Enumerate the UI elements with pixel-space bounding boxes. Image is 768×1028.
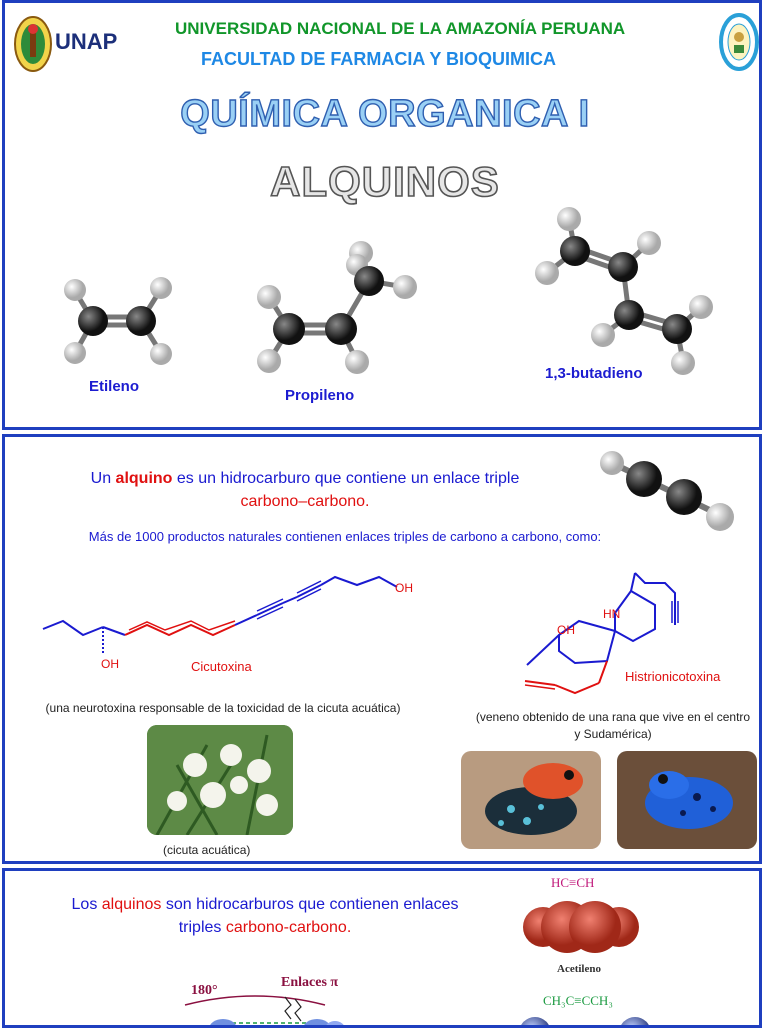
acetylene-formula: HC≡CH (551, 875, 595, 890)
university-name: UNIVERSIDAD NACIONAL DE LA AMAZONÍA PERU… (175, 19, 626, 38)
acetylene-label: Acetileno (557, 963, 601, 975)
alkyne-definition-slide: Los alquinos son hidrocarburos que conti… (2, 868, 762, 1028)
propylene-model-icon (257, 241, 417, 374)
histrionicotoxin-caption: (veneno obtenido de una rana que vive en… (475, 710, 751, 741)
acetylene-spacefill-icon (523, 901, 639, 953)
alkyne-definition: Un alquino es un hidrocarburo que contie… (90, 470, 520, 510)
hemlock-flowers-icon (147, 725, 293, 835)
pi-bonds-label: Enlaces π (281, 975, 339, 990)
bond-angle-label: 180° (191, 983, 218, 998)
faculty-name: FACULTAD DE FARMACIA Y BIOQUIMICA (201, 49, 556, 69)
histrionicotoxin-nh: HN (603, 607, 621, 621)
histrionicotoxin-name: Histrionicotoxina (625, 669, 721, 684)
alkyne-definition-2: Los alquinos son hidrocarburos que conti… (71, 896, 459, 936)
unap-logo-icon (14, 16, 52, 72)
cicutoxin-caption: (una neurotoxina responsable de la toxic… (45, 701, 401, 715)
propylene-label: Propileno (285, 387, 355, 404)
blue-frog-photo (617, 751, 757, 849)
unap-logo-text: UNAP (55, 29, 118, 54)
water-hemlock-caption: (cicuta acuática) (163, 843, 251, 857)
butadiene-label: 1,3-butadieno (545, 365, 643, 382)
acetylene-model-icon (600, 451, 734, 531)
ethylene-model-icon (64, 277, 172, 365)
water-hemlock-photo (147, 725, 293, 835)
cicutoxin-oh-top: OH (395, 581, 413, 595)
course-title: QUÍMICA ORGANICA I (180, 92, 590, 135)
natural-products-slide: Un alquino es un hidrocarburo que contie… (2, 434, 762, 864)
blue-frog-icon (617, 751, 757, 849)
cicutoxin-name: Cicutoxina (191, 659, 252, 674)
red-frog-photo (461, 751, 601, 849)
cicutoxin-structure (42, 575, 398, 655)
butyne-formula: CH₃C≡CCH₃ (543, 993, 613, 1008)
histrionicotoxin-structure (524, 572, 679, 695)
red-frog-icon (461, 751, 601, 849)
pi-bond-orbital-icon (184, 995, 344, 1025)
cicutoxin-oh-bottom: OH (101, 657, 119, 671)
topic-title: ALQUINOS (269, 157, 500, 206)
title-slide: UNAP UNIVERSIDAD NACIONAL DE LA AMAZONÍA… (2, 0, 762, 430)
ethylene-label: Etileno (89, 378, 140, 395)
natural-products-intro: Más de 1000 productos naturales contiene… (88, 529, 602, 544)
butyne-spacefill-icon (521, 1017, 649, 1025)
butadiene-model-icon (535, 207, 713, 375)
histrionicotoxin-oh: OH (557, 623, 575, 637)
faculty-logo-icon (719, 13, 759, 71)
